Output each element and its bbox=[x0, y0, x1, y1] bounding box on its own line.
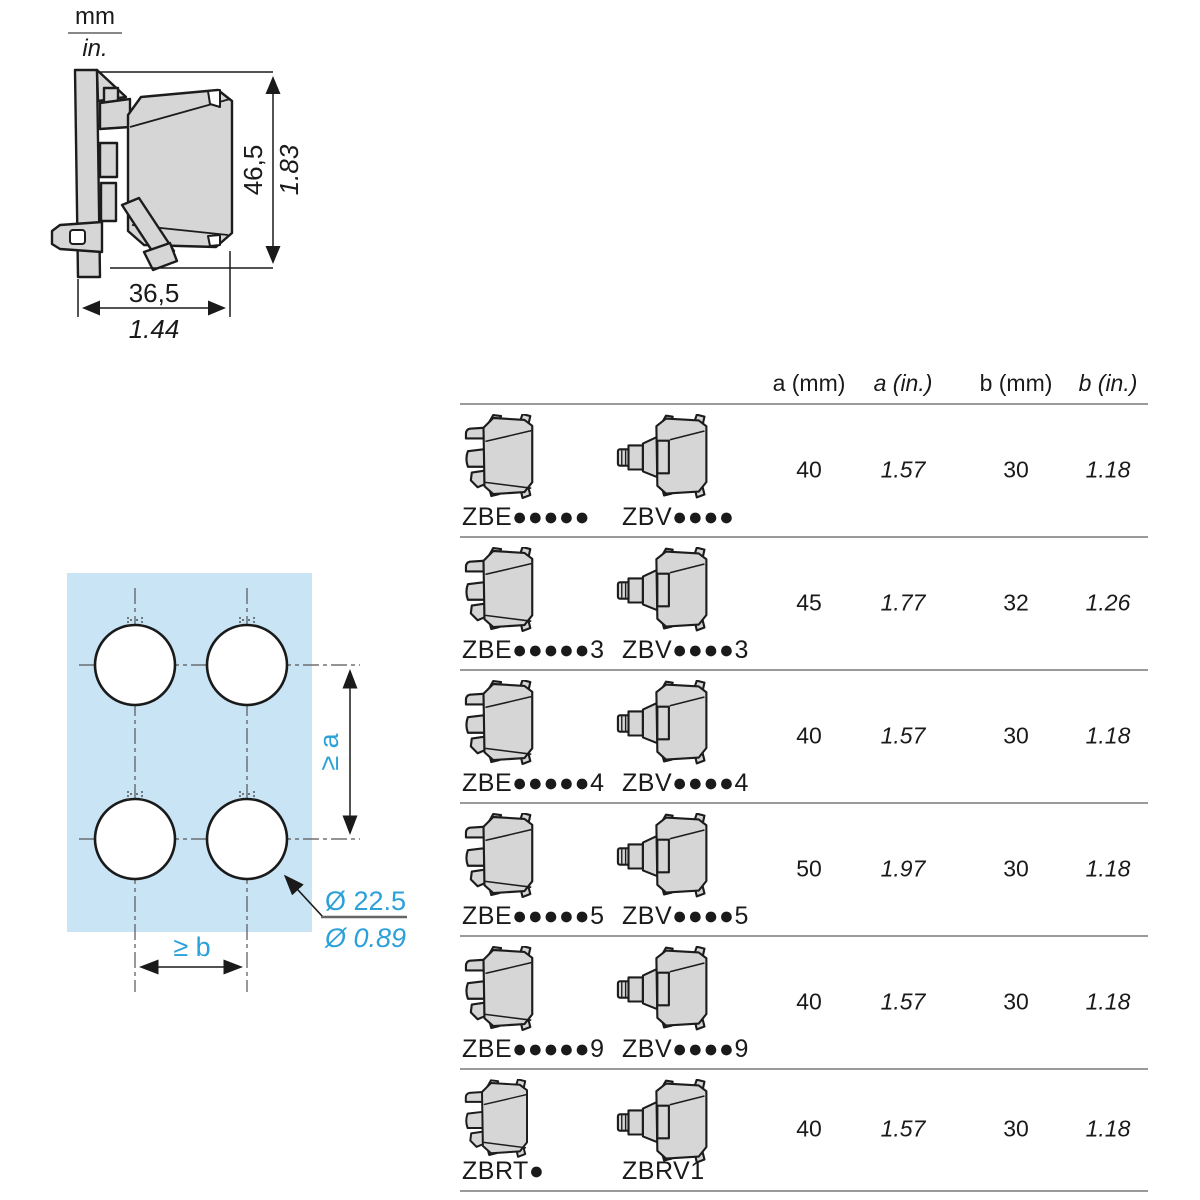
b-in-value: 1.18 bbox=[1085, 455, 1131, 482]
a-in-value: 1.57 bbox=[880, 987, 926, 1014]
contact-block-icon bbox=[464, 680, 542, 766]
table-row: ZBE●●●●●5 ZBV●●●●5 50 1.97 30 1.18 bbox=[460, 804, 1148, 937]
diameter-in-label: Ø 0.89 bbox=[324, 923, 406, 953]
table-row: ZBE●●●●●9 ZBV●●●●9 40 1.57 30 1.18 bbox=[460, 937, 1148, 1070]
width-in-value: 1.44 bbox=[129, 314, 180, 344]
right-ref-label: ZBV●●●●3 bbox=[622, 636, 749, 664]
height-dimension bbox=[100, 71, 281, 269]
a-mm-value: 40 bbox=[796, 987, 822, 1014]
light-block-icon bbox=[616, 946, 716, 1032]
b-in-value: 1.18 bbox=[1085, 854, 1131, 881]
b-mm-value: 32 bbox=[1003, 588, 1029, 615]
right-ref-label: ZBV●●●●9 bbox=[622, 1035, 749, 1063]
b-in-value: 1.18 bbox=[1085, 987, 1131, 1014]
a-mm-value: 40 bbox=[796, 455, 822, 482]
height-mm-value: 46,5 bbox=[238, 145, 268, 196]
light-block-icon bbox=[616, 547, 716, 633]
contact-block-icon bbox=[464, 547, 542, 633]
header-a-mm: a (mm) bbox=[772, 370, 846, 396]
a-mm-value: 45 bbox=[796, 588, 822, 615]
light-block-icon bbox=[616, 1079, 716, 1165]
left-ref-label: ZBE●●●●●3 bbox=[462, 636, 605, 664]
header-a-in: a (in.) bbox=[873, 370, 933, 396]
diameter-leader-arrow bbox=[283, 874, 324, 918]
diameter-mm-label: Ø 22.5 bbox=[325, 886, 406, 916]
units-in-label: in. bbox=[82, 35, 108, 62]
contact-block-icon bbox=[464, 1079, 536, 1159]
width-dimension bbox=[77, 251, 231, 317]
contact-block-icon bbox=[464, 813, 542, 899]
spec-table-header: a (mm) a (in.) b (mm) b (in.) bbox=[460, 365, 1148, 405]
units-mm-label: mm bbox=[68, 4, 122, 34]
b-mm-value: 30 bbox=[1003, 455, 1029, 482]
contact-block-icon bbox=[464, 414, 542, 500]
left-ref-label: ZBRT● bbox=[462, 1157, 545, 1185]
left-ref-label: ZBE●●●●● bbox=[462, 503, 591, 531]
left-ref-label: ZBE●●●●●5 bbox=[462, 902, 605, 930]
b-in-value: 1.18 bbox=[1085, 721, 1131, 748]
right-ref-label: ZBV●●●●5 bbox=[622, 902, 749, 930]
b-in-value: 1.18 bbox=[1085, 1115, 1131, 1142]
a-in-value: 1.77 bbox=[880, 588, 926, 615]
header-b-mm: b (mm) bbox=[979, 370, 1053, 396]
table-row: ZBE●●●●●3 ZBV●●●●3 45 1.77 32 1.26 bbox=[460, 538, 1148, 671]
a-in-value: 1.57 bbox=[880, 455, 926, 482]
light-block-icon bbox=[616, 680, 716, 766]
b-mm-value: 30 bbox=[1003, 1115, 1029, 1142]
right-ref-label: ZBRV1 bbox=[622, 1157, 705, 1185]
a-mm-value: 50 bbox=[796, 854, 822, 881]
a-mm-value: 40 bbox=[796, 721, 822, 748]
height-in-value: 1.83 bbox=[274, 144, 304, 195]
dim-a-label: ≥ a bbox=[314, 732, 344, 770]
table-row: ZBRT● ZBRV1 40 1.57 30 1.18 bbox=[460, 1070, 1148, 1192]
b-mm-value: 30 bbox=[1003, 987, 1029, 1014]
left-ref-label: ZBE●●●●●4 bbox=[462, 769, 605, 797]
a-mm-value: 40 bbox=[796, 1115, 822, 1142]
light-block-icon bbox=[616, 813, 716, 899]
a-in-value: 1.57 bbox=[880, 721, 926, 748]
right-ref-label: ZBV●●●●4 bbox=[622, 769, 749, 797]
b-mm-value: 30 bbox=[1003, 854, 1029, 881]
table-row: ZBE●●●●●4 ZBV●●●●4 40 1.57 30 1.18 bbox=[460, 671, 1148, 804]
width-mm-value: 36,5 bbox=[129, 278, 180, 308]
b-mm-value: 30 bbox=[1003, 721, 1029, 748]
dim-b-label: ≥ b bbox=[173, 932, 210, 962]
b-in-value: 1.26 bbox=[1085, 588, 1131, 615]
mounting-panel bbox=[67, 573, 312, 932]
a-in-value: 1.97 bbox=[880, 854, 926, 881]
drilling-diagram: ≥ a ≥ b Ø 22.5 Ø 0.89 bbox=[67, 573, 407, 992]
units-legend: mm in. bbox=[68, 4, 122, 62]
contact-block-side-view bbox=[50, 68, 234, 279]
spec-table: a (mm) a (in.) b (mm) b (in.) ZBE●●●●● Z… bbox=[460, 365, 1148, 1192]
light-block-icon bbox=[616, 414, 716, 500]
table-row: ZBE●●●●● ZBV●●●● 40 1.57 30 1.18 bbox=[460, 405, 1148, 538]
mounting-holes bbox=[93, 623, 289, 881]
right-ref-label: ZBV●●●● bbox=[622, 503, 735, 531]
header-b-in: b (in.) bbox=[1078, 370, 1138, 396]
side-view-drawing: 46,5 1.83 36,5 1.44 bbox=[50, 68, 304, 344]
left-ref-label: ZBE●●●●●9 bbox=[462, 1035, 605, 1063]
a-in-value: 1.57 bbox=[880, 1115, 926, 1142]
contact-block-icon bbox=[464, 946, 542, 1032]
notch-ticks bbox=[127, 617, 255, 800]
